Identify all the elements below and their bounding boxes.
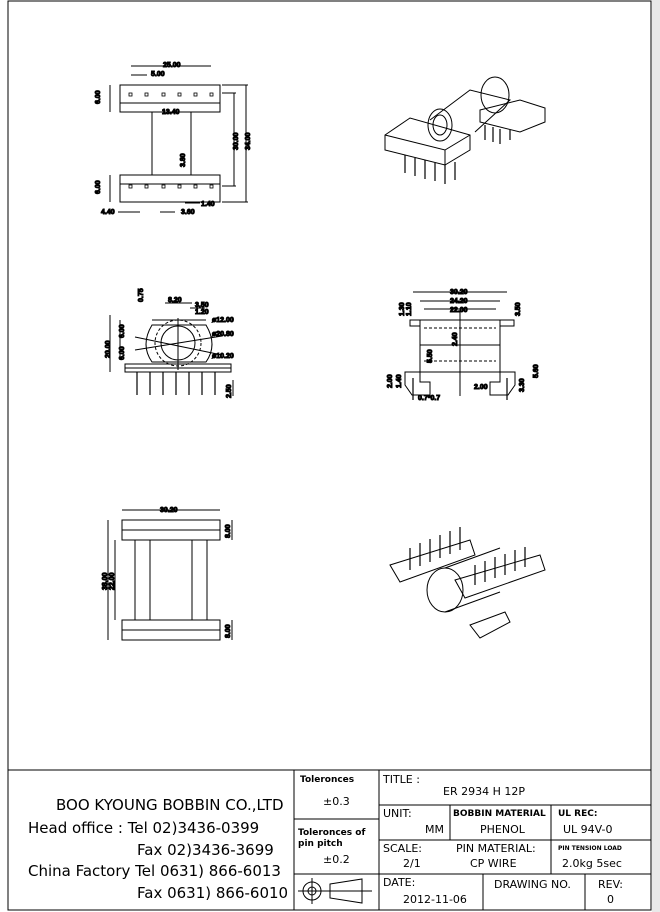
dim-label: 6.00 — [119, 346, 126, 360]
dim-label: 2.40 — [452, 332, 459, 346]
dim-label: 0.7*0.7 — [418, 395, 440, 402]
top-view — [109, 65, 248, 213]
ul-rec-value: UL 94V-0 — [563, 823, 613, 836]
drawing-number-label: DRAWING NO. — [494, 878, 571, 891]
dim-label: 6.00 — [95, 90, 102, 104]
date-value: 2012-11-06 — [403, 893, 467, 906]
title-value: ER 2934 H 12P — [443, 785, 525, 798]
isometric-view-top — [384, 76, 546, 184]
date-label: DATE: — [383, 876, 416, 889]
dim-label: 25.00 — [163, 62, 181, 69]
dim-label: 20.00 — [105, 340, 112, 358]
dim-label: 13.40 — [162, 109, 180, 116]
china-factory-fax: Fax 0631) 866-6010 — [137, 884, 289, 902]
dim-label: 38.00 — [102, 572, 109, 590]
side-view — [404, 291, 516, 400]
scale-label: SCALE: — [383, 842, 422, 855]
dim-label: 1.30 — [399, 302, 406, 316]
dim-label: 3.60 — [181, 209, 195, 216]
bobbin-material-label: BOBBIN MATERIAL — [453, 809, 546, 819]
dim-label: 1.10 — [406, 302, 413, 316]
unit-value: MM — [425, 823, 444, 836]
dim-label: 30.00 — [233, 132, 240, 150]
company-name: BOO KYOUNG BOBBIN CO.,LTD — [56, 796, 284, 814]
dim-label: 2.00 — [387, 374, 394, 388]
dim-label: 3.30 — [519, 378, 526, 392]
dim-label: 24.20 — [450, 298, 468, 305]
dim-label: 5.60 — [533, 364, 540, 378]
dim-label: ø12.00 — [212, 317, 234, 324]
pin-tolerance-value: ±0.2 — [323, 853, 350, 866]
dim-label: 6.00 — [119, 324, 126, 338]
unit-label: UNIT: — [383, 807, 412, 820]
bottom-view — [107, 509, 233, 641]
dim-label: 30.20 — [450, 289, 468, 296]
tolerance-label: Toleronces — [300, 775, 355, 785]
pin-material-value: CP WIRE — [470, 857, 517, 870]
bobbin-material-value: PHENOL — [480, 823, 525, 836]
projection-symbol-icon — [298, 878, 372, 904]
dim-label: 2.50 — [226, 384, 233, 398]
isometric-view-bottom — [389, 527, 546, 639]
head-office-tel: Head office : Tel 02)3436-0399 — [28, 819, 260, 837]
dim-label: 8.20 — [168, 297, 182, 304]
revision-value: 0 — [607, 893, 614, 906]
dim-label: 5.00 — [151, 71, 165, 78]
dim-label: 5.50 — [427, 349, 434, 363]
dim-label: 8.00 — [225, 624, 232, 638]
revision-label: REV: — [598, 878, 623, 891]
dim-label: 22.00 — [109, 572, 116, 590]
dim-label: 4.40 — [101, 209, 115, 216]
pin-tension-value: 2.0kg 5sec — [562, 857, 622, 870]
pin-tolerance-label: Toleronces of pin pitch — [298, 828, 366, 849]
ul-rec-label: UL REC: — [558, 809, 598, 819]
pin-tension-label: PIN TENSION LOAD — [558, 845, 622, 852]
title-label: TITLE : — [383, 773, 420, 786]
dim-label: 8.00 — [225, 524, 232, 538]
dim-label: 30.20 — [160, 507, 178, 514]
dim-label: 3.50 — [195, 302, 209, 309]
dim-label: 0.75 — [138, 288, 145, 302]
dim-label: 22.00 — [450, 307, 468, 314]
dim-label: 3.50 — [515, 302, 522, 316]
head-office-fax: Fax 02)3436-3699 — [137, 841, 274, 859]
china-factory-tel: China Factory Tel 0631) 866-6013 — [28, 862, 281, 880]
dim-label: 1.40 — [201, 201, 215, 208]
dim-label: ø20.80 — [212, 331, 234, 338]
dim-label: 1.40 — [396, 374, 403, 388]
dim-label: 34.00 — [245, 132, 252, 150]
front-view — [109, 302, 234, 396]
pin-material-label: PIN MATERIAL: — [456, 842, 536, 855]
tolerance-value: ±0.3 — [323, 795, 350, 808]
dim-label: 2.00 — [474, 384, 488, 391]
title-block-grid — [8, 769, 651, 910]
sheet-frame — [7, 0, 652, 911]
dim-label: 1.20 — [195, 309, 209, 316]
scale-value: 2/1 — [403, 857, 421, 870]
dim-label: ø10.20 — [212, 353, 234, 360]
dim-label: 6.00 — [95, 180, 102, 194]
dim-label: 3.80 — [180, 153, 187, 167]
